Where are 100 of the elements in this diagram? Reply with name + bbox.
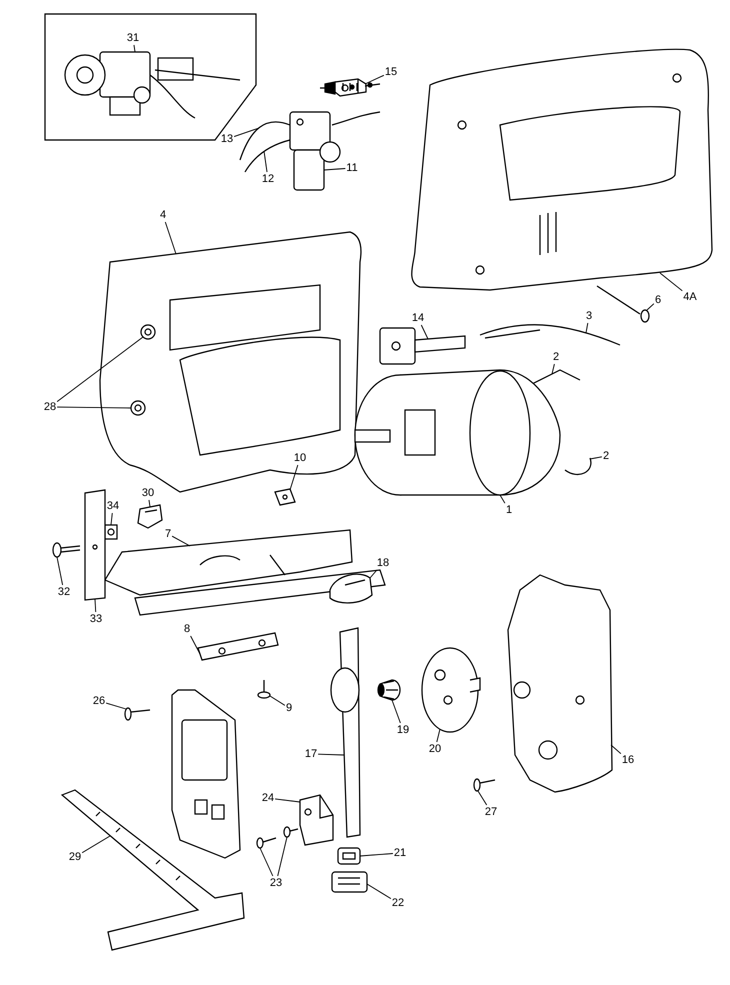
callout-number: 32: [58, 586, 70, 598]
callout-number: 16: [622, 754, 634, 766]
callout-number: 2: [602, 450, 610, 462]
callout-number: 1: [506, 504, 512, 516]
callout-number: 14: [412, 312, 424, 324]
leader-line: [106, 702, 126, 710]
screw-drawing: [257, 680, 271, 699]
callout-number: 6: [654, 294, 662, 306]
leader-line: [274, 798, 300, 802]
screw-drawing: [124, 707, 150, 721]
leader-line: [646, 303, 654, 310]
motor-drawing: [354, 369, 561, 496]
callout-number: 7: [164, 528, 172, 540]
guide-drawing: [60, 789, 245, 951]
callout-number: 2: [552, 351, 560, 363]
leader-line: [56, 556, 64, 586]
leader-line: [277, 836, 288, 876]
leader-line: [234, 128, 260, 138]
bushing-drawing: [140, 324, 156, 340]
leader-line: [264, 150, 268, 172]
screw-drawing: [283, 826, 298, 838]
callout-number: 10: [294, 452, 306, 464]
callout-number: 13: [220, 133, 234, 145]
callout-number: 26: [92, 695, 106, 707]
leader-line: [392, 700, 401, 724]
callout-number: 31: [126, 32, 140, 44]
leader-line: [324, 168, 346, 170]
leader-line: [364, 74, 384, 84]
plunger-drawing: [330, 627, 361, 838]
callout-number: 22: [392, 897, 404, 909]
leader-line: [552, 364, 555, 374]
callout-number: 4A: [683, 291, 697, 303]
leader-line: [270, 696, 286, 706]
leader-line: [660, 272, 683, 292]
callout-number: 18: [376, 557, 390, 569]
cable-drawing: [479, 324, 621, 346]
leader-line: [82, 836, 110, 854]
screw-drawing: [52, 542, 81, 558]
leader-line: [148, 500, 150, 508]
nut-drawing: [104, 524, 118, 540]
callout-number: 3: [586, 310, 592, 322]
leader-line: [190, 636, 200, 654]
leader-line: [360, 853, 394, 856]
leader-line: [436, 728, 440, 742]
connector-drawing: [319, 78, 381, 97]
callout-number: 20: [428, 743, 442, 755]
knob-drawing: [137, 504, 163, 529]
bracket-drawing: [299, 794, 334, 846]
callout-number: 23: [270, 877, 282, 889]
switch-drawing: [289, 111, 341, 191]
leader-line: [56, 336, 144, 402]
leader-line: [94, 598, 96, 612]
leader-line: [172, 536, 190, 546]
callout-number: 29: [68, 851, 82, 863]
callout-number: 27: [484, 806, 498, 818]
plate-drawing: [84, 489, 106, 601]
screw-drawing: [256, 837, 276, 849]
callout-number: 24: [262, 792, 274, 804]
screw-drawing: [596, 286, 650, 323]
leader-line: [366, 884, 392, 900]
callout-number: 8: [184, 623, 190, 635]
leader-line: [56, 406, 132, 408]
leader-line: [290, 464, 298, 490]
leader-line: [610, 744, 622, 754]
leader-line: [318, 754, 344, 756]
callout-number: 21: [394, 847, 406, 859]
leader-line: [586, 322, 588, 334]
wire-drawing: [244, 139, 290, 172]
leader-line: [110, 512, 113, 526]
leader-line: [134, 44, 136, 52]
leader-line: [478, 790, 488, 806]
callout-number: 9: [286, 702, 292, 714]
shaft-drawing: [379, 327, 466, 365]
leader-line: [420, 324, 428, 340]
lever-knob-drawing: [329, 574, 373, 604]
washer-drawing: [274, 488, 296, 506]
screw-drawing: [473, 778, 496, 792]
leader-line: [260, 848, 274, 876]
callout-number: 19: [396, 724, 410, 736]
leader-line: [164, 222, 176, 254]
callout-number: 17: [304, 748, 318, 760]
leader-line: [500, 494, 506, 504]
wire-drawing: [564, 458, 592, 475]
wire-drawing: [239, 121, 290, 160]
callout-number: 11: [346, 162, 358, 174]
callout-number: 15: [384, 66, 398, 78]
callout-number: 4: [160, 209, 166, 221]
gearbox-housing-drawing: [507, 574, 613, 793]
callout-number: 33: [90, 613, 102, 625]
leader-line: [590, 456, 602, 460]
callout-number: 12: [262, 173, 274, 185]
callout-number: 28: [44, 401, 56, 413]
bushing-drawing: [377, 679, 401, 701]
clamp-drawing: [197, 632, 279, 661]
switch-drawing: [64, 51, 241, 119]
leader-line: [370, 570, 378, 578]
cover-drawing: [411, 48, 713, 291]
callout-number: 30: [142, 487, 154, 499]
gear-drawing: [421, 647, 481, 733]
callout-number: 34: [106, 500, 120, 512]
